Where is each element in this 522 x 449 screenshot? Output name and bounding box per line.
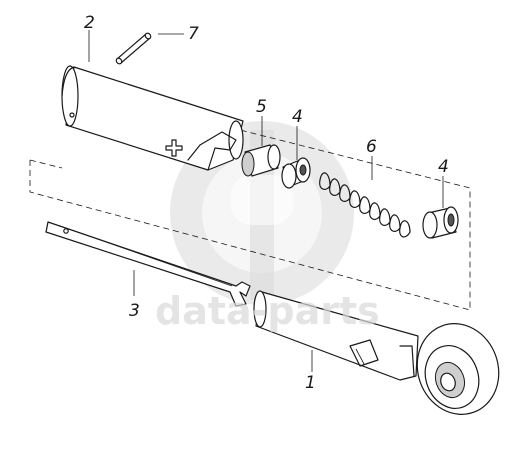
assembly-guide-lines xyxy=(29,127,471,311)
part-6-spring xyxy=(319,172,411,238)
leader-lines xyxy=(88,30,444,372)
callout-2: 2 xyxy=(84,13,95,33)
part-4-ring-upper xyxy=(281,157,311,189)
callout-6: 6 xyxy=(366,137,377,157)
callout-4-lower: 4 xyxy=(438,157,449,177)
part-3-flat-bar xyxy=(45,221,251,307)
part-4-ring-lower xyxy=(422,206,459,239)
callout-7: 7 xyxy=(188,24,199,44)
callout-4-upper: 4 xyxy=(292,107,303,127)
watermark-text: data-parts xyxy=(155,289,380,333)
part-5-bushing xyxy=(241,144,281,177)
callout-3: 3 xyxy=(129,301,140,321)
part-2-tube xyxy=(61,65,244,171)
part-7-pin xyxy=(115,32,152,65)
part-1-rod-eye xyxy=(253,290,500,415)
callout-labels: 2 7 5 4 6 4 3 1 xyxy=(84,13,449,393)
callout-1: 1 xyxy=(305,373,316,393)
callout-5: 5 xyxy=(256,97,267,117)
